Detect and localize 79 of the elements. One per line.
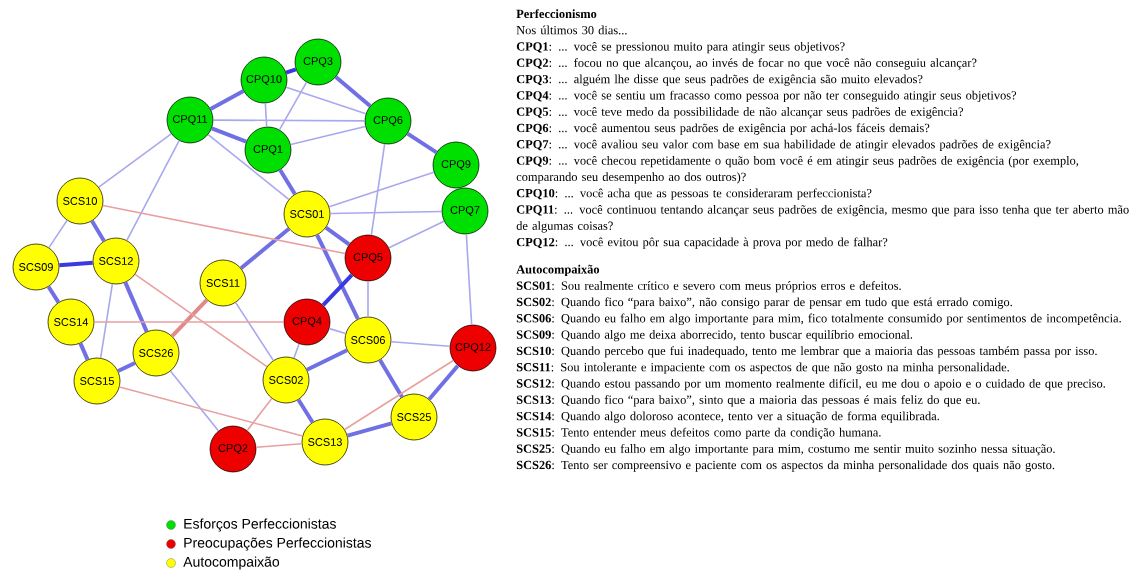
item-text: Nos últimos 30 dias... — [516, 25, 627, 35]
connection-line — [370, 143, 386, 236]
connection-line — [427, 364, 460, 401]
connection-line — [102, 204, 346, 255]
item-text: SCS09: Quando algo me deixa aborrecido, tento buscar equilíbrio emocional. — [516, 330, 913, 342]
connection-line — [321, 273, 354, 307]
connection-line — [98, 133, 172, 188]
connection-line — [285, 67, 297, 75]
item-text: SCS11: Sou intolerante e impaciente com os aspectos de que não gosto na minha personalidade. — [516, 362, 1009, 374]
connection-line — [388, 220, 445, 249]
connection-line — [239, 227, 291, 270]
connection-line — [285, 86, 367, 115]
connection-line — [328, 171, 435, 208]
item-text: CPQ9: ... você checou repetidamente o quão bom você é em atingir seus padrões de exigência (por exemplo, comparando seu desempenho ao dos outros)? — [516, 156, 1079, 184]
item-text: SCS12: Quando estou passando por um momento realmente difícil, eu me dou o apoio e o cuidado de que preciso. — [516, 378, 1105, 391]
connection-line — [246, 397, 273, 432]
connection-line — [48, 219, 68, 249]
connection-line — [169, 370, 220, 432]
connection-line — [306, 348, 348, 372]
connection-line — [93, 321, 285, 323]
connection-line — [278, 81, 308, 131]
legend-item: Preocupações Perfeccionistas — [166, 537, 371, 551]
connection-line — [390, 340, 451, 348]
connection-line — [465, 233, 473, 326]
connection-line — [367, 280, 369, 318]
item-text: CPQ4: ... você se sentiu um fracasso como pessoa por não ter conseguido atingir seus objetivos? — [516, 90, 1017, 103]
connection-line — [406, 132, 438, 154]
connection-line — [90, 220, 106, 242]
connection-line — [59, 260, 93, 268]
connection-line — [211, 126, 247, 144]
item-text: CPQ10: ... você acha que as pessoas te consideraram perfeccionista? — [516, 188, 872, 200]
item-text: SCS25: Quando eu falho em algo importante para mim, costumo me sentir muito sozinho nessa situação. — [516, 444, 1055, 456]
item-text: SCS02: Quando fico “para baixo”, não consigo parar de pensar em tudo que está errado comigo. — [516, 297, 1012, 309]
connection-line — [117, 361, 136, 373]
item-text: Perfeccionismo — [516, 9, 597, 19]
item-text: SCS10: Quando percebo que fui inadequado, tento me lembrar que a maioria das pessoas também passa por isso. — [516, 346, 1097, 358]
connection-line — [343, 359, 455, 431]
item-text: CPQ5: ... você teve medo da possibilidade de não alcançar seus padrões de exigência? — [516, 107, 963, 119]
connection-line — [123, 281, 149, 333]
connection-line — [334, 75, 372, 108]
connection-line — [209, 89, 245, 111]
item-text: SCS01: Sou realmente crítico e severo com meus próprios erros e defeitos. — [516, 281, 901, 293]
connection-line — [324, 226, 351, 246]
legend-item: Autocompaixão — [166, 556, 280, 570]
connection-line — [296, 398, 315, 424]
connection-line — [134, 273, 268, 368]
connection-line — [255, 442, 303, 449]
item-text: CPQ6: ... você aumentou seus padrões de exigência por achá-los fáceis demais? — [516, 123, 930, 135]
item-text: CPQ1: ... você se pressionou muito para atingir seus objetivos? — [516, 41, 845, 54]
connection-line — [126, 139, 180, 242]
item-text: CPQ11: ... você continuou tentando alcançar seus padrões de exigência, mesmo que para isso tenha que ter aberto mão de algumas coisas? — [516, 204, 1129, 233]
connection-line — [293, 343, 300, 359]
connection-line — [234, 301, 275, 362]
item-text: CPQ3: ... alguém lhe disse que seus padrões de exigência são muito elevados? — [516, 74, 923, 86]
connection-line — [329, 210, 443, 215]
connection-line — [328, 327, 347, 335]
item-text: SCS26: Tento ser compreensivo e paciente com os aspectos da minha personalidade dos quais não gosto. — [516, 460, 1055, 472]
item-text: SCS14: Quando algo doloroso acontece, tento ver a situação de forma equilibrada. — [516, 411, 939, 423]
item-text: SCS15: Tento entender meus defeitos como parte da condição humana. — [516, 427, 881, 440]
connection-line — [207, 133, 290, 201]
item-text: CPQ12: ... você evitou pôr sua capacidade à prova por medo de falhar? — [516, 237, 888, 249]
item-text: Autocompaixão — [516, 264, 600, 277]
connection-line — [99, 283, 114, 359]
item-text: SCS06: Quando eu falho em algo importante para mim, fico totalmente consumido por sentimentos de incompetência. — [516, 313, 1121, 325]
connection-line — [346, 421, 393, 438]
connection-line — [212, 119, 366, 122]
item-text: CPQ2: ... focou no que alcançou, ao invés de focar no que você não conseguiu alcançar? — [516, 58, 977, 70]
connection-line — [315, 234, 360, 320]
connection-line — [78, 342, 90, 361]
connection-line — [278, 168, 297, 196]
item-text: SCS13: Quando fico “para baixo”, sinto que a maioria das pessoas é mais feliz do que eu. — [516, 395, 980, 407]
connection-line — [118, 386, 304, 437]
connection-line — [264, 102, 268, 128]
item-text: CPQ7: ... você avaliou seu valor com base em sua habilidade de atingir elevados padrões de exigência? — [516, 139, 1051, 151]
legend-item: Esforços Perfeccionistas — [166, 518, 336, 532]
connection-line — [289, 125, 367, 146]
connection-line — [378, 359, 404, 398]
connection-line — [170, 298, 209, 338]
connection-line — [46, 285, 61, 304]
